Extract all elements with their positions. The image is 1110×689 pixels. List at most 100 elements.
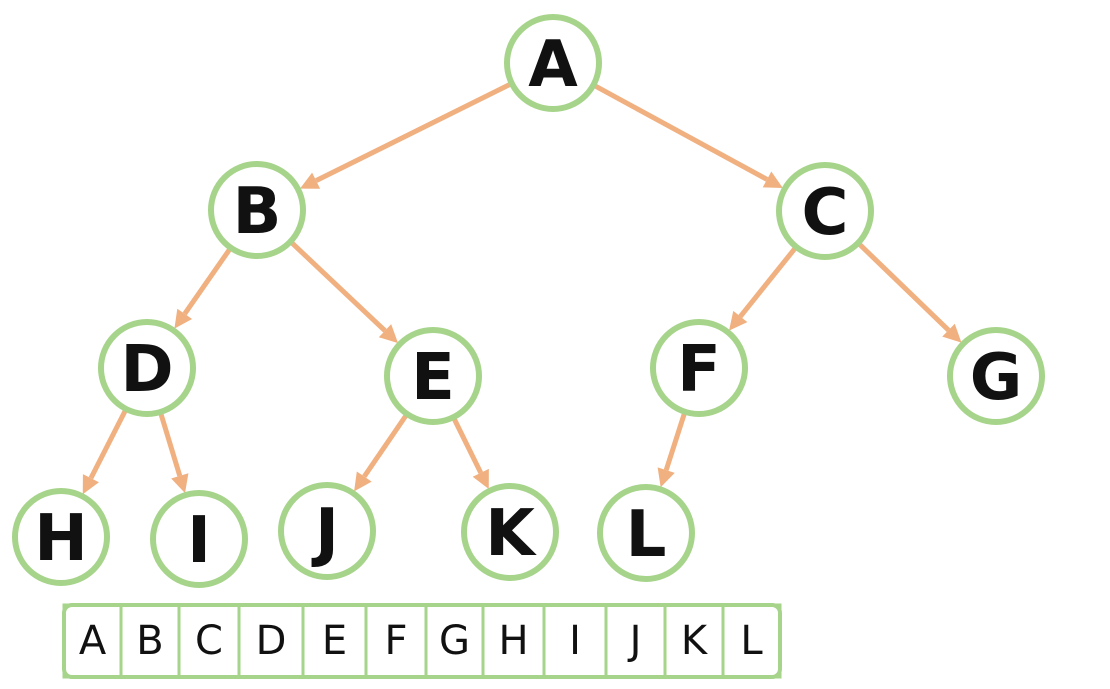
edge-E-K xyxy=(452,417,489,489)
arrowhead xyxy=(82,474,99,495)
nodes-layer: A B C D E F G H I J K L xyxy=(12,14,1045,588)
node-circle xyxy=(947,327,1045,425)
edge-line xyxy=(362,414,408,478)
edge-C-G xyxy=(857,242,962,343)
array-cell-8: I xyxy=(542,603,608,679)
edge-C-F xyxy=(729,246,797,331)
array-cell-label: D xyxy=(256,618,287,664)
array-cell-1: B xyxy=(119,603,181,679)
edge-line xyxy=(158,413,183,477)
arrowhead xyxy=(299,172,321,189)
edge-E-J xyxy=(354,414,408,492)
array-cell-2: C xyxy=(177,603,241,679)
tree-node-F: F xyxy=(650,319,748,417)
node-circle xyxy=(12,488,110,586)
array-cell-label: C xyxy=(195,618,223,664)
node-circle xyxy=(208,161,306,259)
tree-node-D: D xyxy=(98,319,196,417)
array-cell-6: G xyxy=(424,603,485,679)
node-label: A xyxy=(528,28,578,102)
edge-B-D xyxy=(174,247,232,329)
edge-line xyxy=(663,412,687,471)
edge-A-C xyxy=(593,83,783,189)
edge-D-I xyxy=(158,413,189,494)
edge-line xyxy=(857,242,951,332)
edge-B-E xyxy=(290,241,399,344)
tree-node-L: L xyxy=(597,484,695,582)
node-circle xyxy=(597,484,695,582)
node-label: H xyxy=(34,502,88,576)
array-cell-label: I xyxy=(569,618,581,664)
tree-node-I: I xyxy=(150,490,248,588)
arrowhead xyxy=(942,323,962,343)
edge-line xyxy=(88,409,128,480)
array-cell-7: H xyxy=(481,603,546,679)
array-cell-3: D xyxy=(237,603,305,679)
edges-layer xyxy=(82,82,962,495)
array-cell-box xyxy=(237,603,305,679)
arrowhead xyxy=(171,473,189,494)
node-label: E xyxy=(411,341,455,415)
arrowhead xyxy=(472,468,489,489)
node-circle xyxy=(650,319,748,417)
arrowhead xyxy=(174,308,193,329)
edge-D-H xyxy=(82,409,128,495)
array-cell-0: A xyxy=(62,603,123,679)
array-cell-9: J xyxy=(604,603,667,679)
edge-F-L xyxy=(657,412,687,488)
node-circle xyxy=(504,14,602,112)
node-label: L xyxy=(626,498,667,572)
node-label: D xyxy=(120,333,173,407)
edge-line xyxy=(593,83,769,182)
array-cell-box xyxy=(301,603,368,679)
array-cell-label: A xyxy=(79,618,107,664)
node-label: B xyxy=(233,175,282,249)
array-cell-label: L xyxy=(740,618,763,664)
arrowhead xyxy=(378,324,399,344)
node-label: C xyxy=(802,176,849,250)
array-cell-4: E xyxy=(301,603,368,679)
arrowhead xyxy=(729,310,748,331)
node-label: K xyxy=(485,497,537,571)
edge-line xyxy=(738,246,797,319)
array-cell-label: B xyxy=(136,618,163,664)
tree-node-J: J xyxy=(278,482,376,580)
node-label: I xyxy=(187,504,211,578)
node-circle xyxy=(278,482,376,580)
array-cell-11: L xyxy=(721,603,782,679)
edge-line xyxy=(290,241,387,333)
array-frame xyxy=(62,603,782,679)
array-cell-label: E xyxy=(322,618,347,664)
node-circle xyxy=(461,483,559,581)
array-cell-box xyxy=(62,603,123,679)
node-circle xyxy=(776,162,874,260)
array-cell-label: H xyxy=(498,618,528,664)
tree-node-K: K xyxy=(461,483,559,581)
edge-line xyxy=(314,82,512,183)
array-cell-label: K xyxy=(681,618,709,664)
array-cell-label: J xyxy=(627,618,642,664)
arrowhead xyxy=(762,171,783,189)
tree-node-C: C xyxy=(776,162,874,260)
tree-node-G: G xyxy=(947,327,1045,425)
node-circle xyxy=(384,327,482,425)
edge-A-B xyxy=(299,82,512,189)
node-circle xyxy=(98,319,196,417)
array-cell-label: F xyxy=(384,618,407,664)
arrowhead xyxy=(354,471,372,492)
array-cell-label: G xyxy=(439,618,470,664)
array-cell-5: F xyxy=(364,603,428,679)
node-circle xyxy=(150,490,248,588)
node-label: G xyxy=(970,341,1023,415)
node-label: J xyxy=(311,496,339,570)
edge-line xyxy=(452,417,484,474)
tree-node-E: E xyxy=(384,327,482,425)
array-cell-10: K xyxy=(663,603,725,679)
edge-line xyxy=(182,247,232,316)
tree-node-H: H xyxy=(12,488,110,586)
tree-node-A: A xyxy=(504,14,602,112)
tree-node-B: B xyxy=(208,161,306,259)
arrowhead xyxy=(657,467,675,488)
